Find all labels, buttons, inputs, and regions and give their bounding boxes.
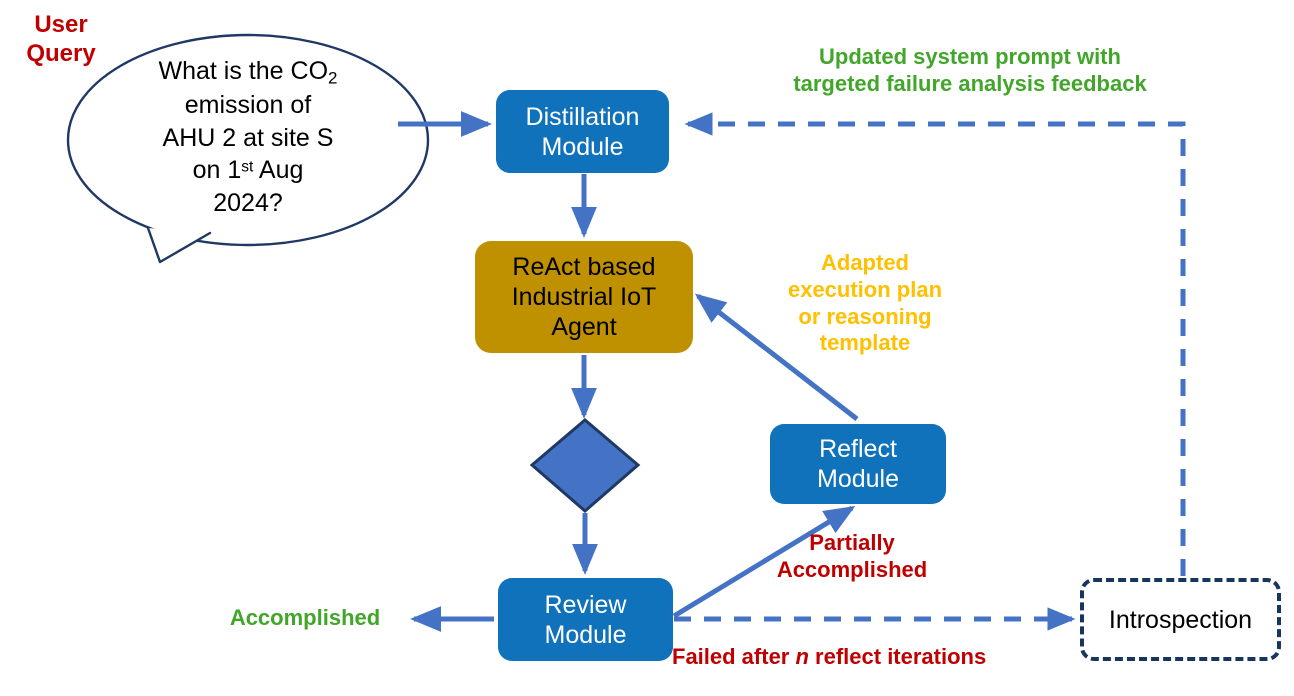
edge-label-feedback: Updated system prompt with targeted fail… bbox=[760, 44, 1180, 98]
reflect-module-text: Reflect Module bbox=[817, 435, 899, 493]
edge-label-failed: Failed after n reflect iterations bbox=[672, 644, 987, 669]
speech-bubble-shape bbox=[66, 33, 430, 247]
edge-label-adapted-plan: Adapted execution plan or reasoning temp… bbox=[750, 250, 980, 357]
node-review-module[interactable]: Review Module bbox=[498, 578, 673, 661]
edge-label-adapted-plan-line1: Adapted bbox=[821, 250, 909, 275]
edge-label-adapted-plan-line2: execution plan bbox=[787, 276, 943, 302]
speech-bubble-tail bbox=[146, 226, 212, 264]
edge-label-feedback-line2: targeted failure analysis feedback bbox=[793, 70, 1147, 96]
bubble-line-3: AHU 2 at site S bbox=[162, 123, 334, 152]
user-query-label-line1: User bbox=[34, 11, 88, 38]
distillation-module-text: Distillation Module bbox=[525, 102, 640, 161]
edge-review-to-reflect bbox=[672, 505, 856, 619]
bubble-line-5: 2024? bbox=[213, 188, 283, 217]
edge-label-partially-accomplished: Partially Accomplished bbox=[752, 530, 952, 584]
edge-label-adapted-plan-line3: or reasoning bbox=[798, 303, 932, 329]
bubble-line-4: on 1st Aug bbox=[192, 156, 304, 185]
edge-label-adapted-plan-line4: template bbox=[819, 330, 911, 356]
edge-label-partial-line1: Partially bbox=[809, 530, 895, 555]
node-distillation-module[interactable]: Distillation Module bbox=[496, 90, 669, 173]
bubble-line-2: emission of bbox=[184, 91, 312, 120]
decision-diamond bbox=[529, 418, 641, 513]
node-reflect-module[interactable]: Reflect Module bbox=[770, 424, 946, 504]
review-module-text: Review Module bbox=[544, 590, 627, 649]
user-query-label: User Query bbox=[6, 10, 116, 69]
react-agent-text: ReAct based Industrial IoT Agent bbox=[511, 253, 657, 341]
edge-label-partial-line2: Accomplished bbox=[776, 556, 928, 582]
introspection-text: Introspection bbox=[1108, 605, 1253, 634]
edge-label-feedback-line1: Updated system prompt with bbox=[819, 44, 1121, 69]
edge-reflect-to-react bbox=[694, 293, 859, 421]
speech-bubble-text: What is the CO2 emission of AHU 2 at sit… bbox=[108, 55, 388, 219]
node-introspection[interactable]: Introspection bbox=[1080, 578, 1281, 661]
edge-introspection-to-distillation bbox=[684, 112, 1186, 576]
node-react-agent[interactable]: ReAct based Industrial IoT Agent bbox=[475, 241, 693, 353]
bubble-line-1: What is the CO2 bbox=[158, 57, 338, 88]
user-query-label-line2: Query bbox=[26, 40, 96, 68]
edge-label-accomplished: Accomplished bbox=[229, 605, 381, 630]
